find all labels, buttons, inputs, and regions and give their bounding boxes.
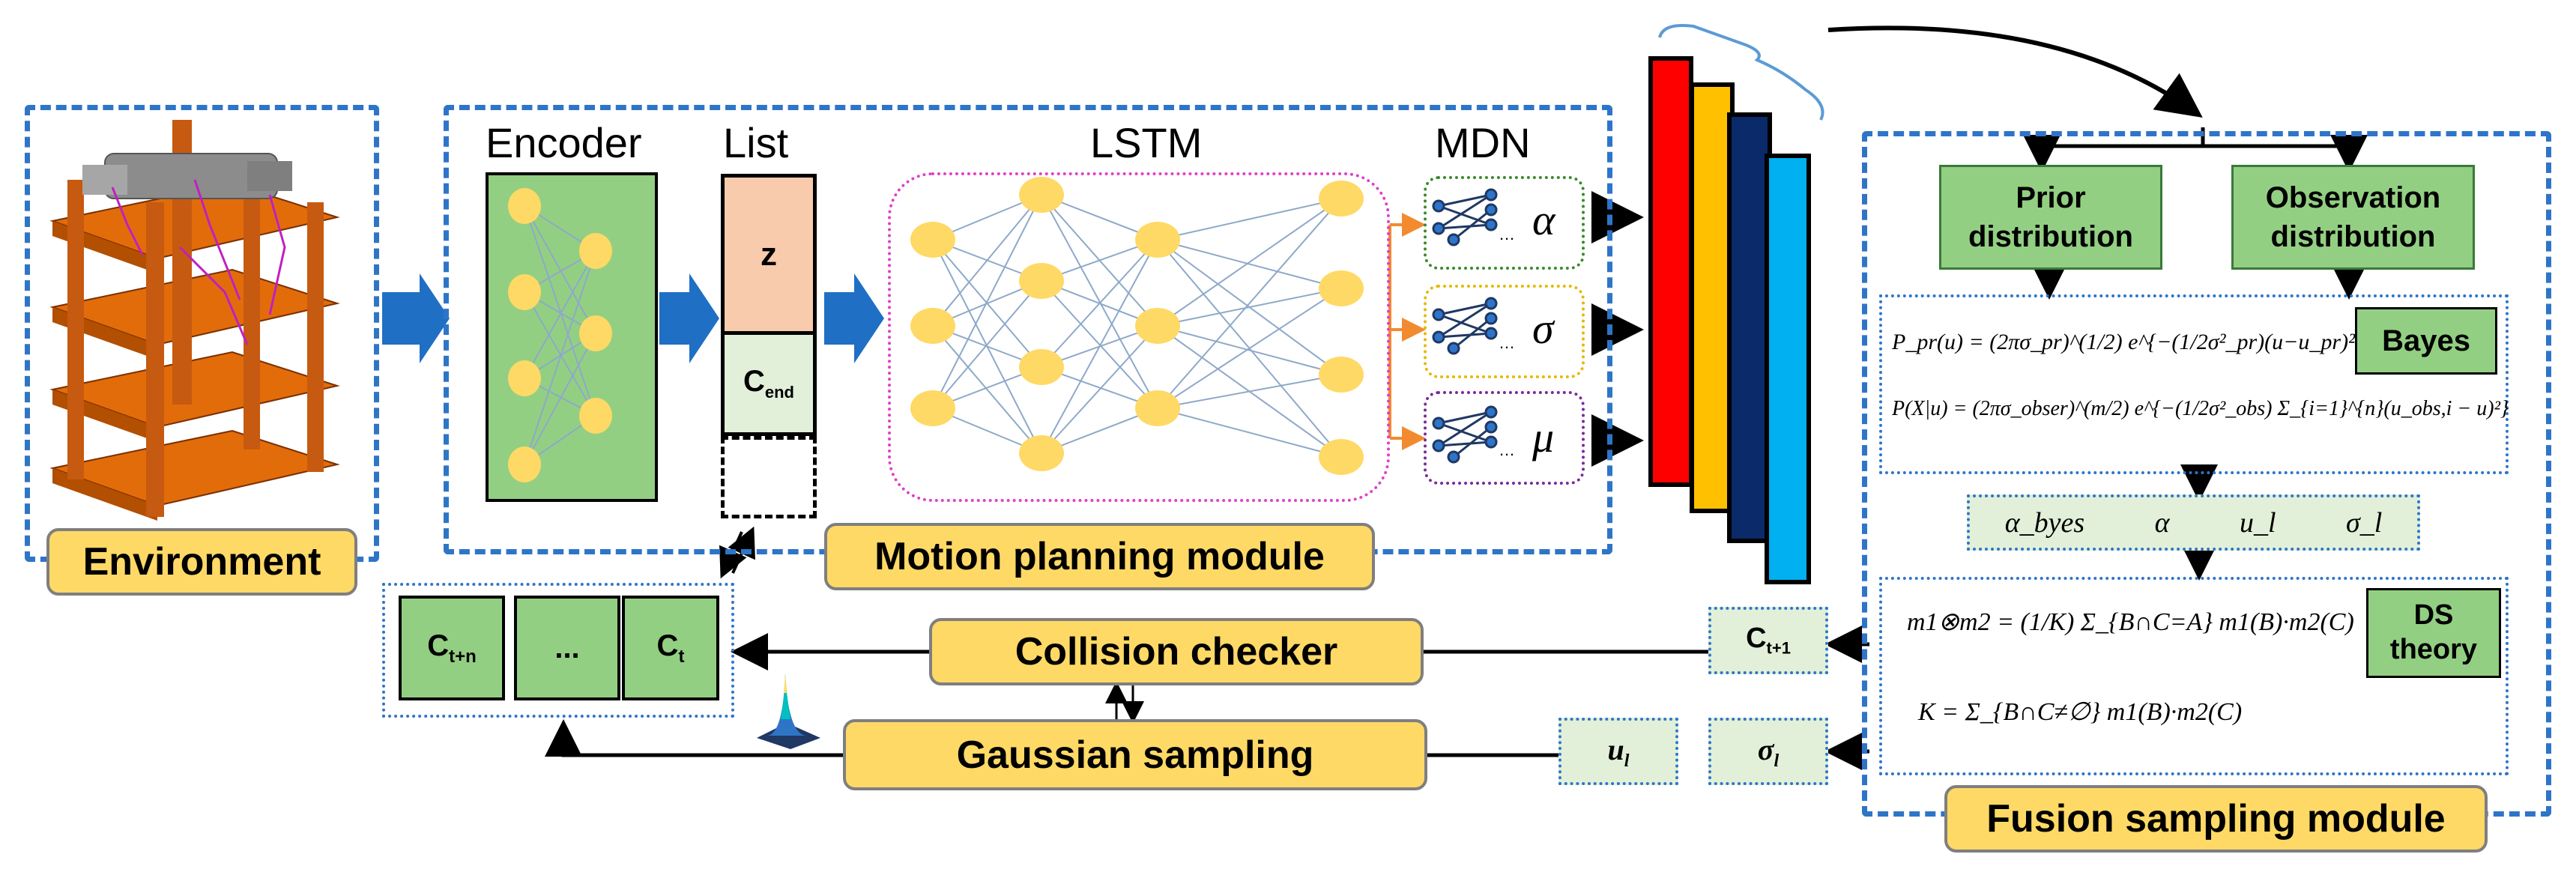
lstm-panel <box>888 172 1390 502</box>
tensor-brace <box>1658 24 1824 121</box>
prior-distribution-box: Prior distribution <box>1939 165 2162 270</box>
fusion-split-arrows <box>2023 127 2368 581</box>
mdn-mu-head <box>1424 391 1585 485</box>
mdn-mu-label: μ <box>1532 413 1555 461</box>
gaussian-sampling-box: Gaussian sampling <box>843 719 1427 790</box>
param-alpha: α <box>2154 506 2170 539</box>
tensor-layer-red <box>1648 56 1693 487</box>
mdn-alpha-dots: … <box>1499 225 1515 243</box>
param-alpha-bayes: α_byes <box>2004 506 2085 539</box>
ul-label: ul <box>1607 732 1630 771</box>
ct1-box: Ct+1 <box>1708 607 1828 674</box>
collision-checker-box: Collision checker <box>929 618 1424 685</box>
queue-ctn-cell: Ct+n <box>399 596 505 700</box>
flow-arrow-env-encoder <box>382 273 450 363</box>
bayes-box: Bayes <box>2355 307 2497 375</box>
mdn-sigma-dots: … <box>1499 333 1515 352</box>
ds-line1: DS <box>2413 599 2454 632</box>
ds-theory-box: DS theory <box>2366 588 2501 678</box>
rack-model <box>49 120 340 521</box>
prior-line1: Prior <box>2016 181 2086 214</box>
obs-line1: Observation <box>2265 181 2441 214</box>
mdn-alpha-net-icon <box>1432 188 1498 246</box>
mdn-alpha-label: α <box>1532 196 1555 244</box>
mdn-mu-dots: … <box>1499 440 1515 459</box>
lstm-to-mdn-arrows <box>1388 213 1426 450</box>
mdn-to-tensor-arrows <box>1591 191 1644 467</box>
ds-k-equation: K = Σ_{B∩C≠∅} m1(B)·m2(C) <box>1918 698 2243 726</box>
sigma-l-box: σl <box>1708 718 1828 785</box>
list-cend-cell: Cend <box>721 331 817 436</box>
sigma-l-label: σl <box>1757 732 1780 771</box>
encoder-title: Encoder <box>486 119 642 166</box>
prior-equation: P_pr(u) = (2πσ_pr)^(1/2) e^{−(1/2σ²_pr)(… <box>1892 330 2365 354</box>
mdn-sigma-label: σ <box>1532 304 1554 353</box>
list-z-label: z <box>761 235 777 273</box>
mdn-title: MDN <box>1435 119 1531 166</box>
mdn-mu-net-icon <box>1432 405 1498 464</box>
param-ul: u_l <box>2239 506 2276 539</box>
observation-equation: P(X|u) = (2πσ_obser)^(m/2) e^{−(1/2σ²_ob… <box>1892 397 2509 420</box>
motion-planning-label: Motion planning module <box>824 523 1375 590</box>
list-z-cell: z <box>721 174 817 335</box>
ct1-label: Ct+1 <box>1746 623 1791 658</box>
obs-line2: distribution <box>2270 220 2436 253</box>
ul-box: ul <box>1558 718 1678 785</box>
observation-distribution-box: Observation distribution <box>2231 165 2475 270</box>
ds-equation-panel <box>1879 577 2509 775</box>
bayes-equation-panel <box>1879 294 2509 474</box>
flow-arrow-encoder-list <box>659 273 719 363</box>
lstm-title: LSTM <box>1090 119 1203 166</box>
list-title: List <box>723 119 789 166</box>
parameter-strip: α_byes α u_l σ_l <box>1967 494 2420 551</box>
queue-ctn-label: Ct+n <box>427 629 477 667</box>
queue-ct-label: Ct <box>656 629 685 667</box>
prior-line2: distribution <box>1968 220 2133 253</box>
config-queue-panel <box>382 583 734 718</box>
queue-ct-cell: Ct <box>622 596 719 700</box>
queue-ellipsis-cell: ... <box>514 596 620 700</box>
mdn-alpha-head <box>1424 176 1585 270</box>
mdn-sigma-net-icon <box>1432 297 1498 355</box>
fusion-sampling-label: Fusion sampling module <box>1944 785 2488 853</box>
ds-line2: theory <box>2389 634 2478 665</box>
mdn-sigma-head <box>1424 285 1585 378</box>
list-cend-label: Cend <box>743 365 794 402</box>
tensor-to-fusion-arrow <box>1827 25 2203 118</box>
encoder-box <box>486 172 658 502</box>
flow-arrow-list-lstm <box>824 273 884 363</box>
list-empty-cell <box>721 436 817 518</box>
tensor-layer-cyan <box>1765 154 1811 584</box>
ds-combination-equation: m1⊗m2 = (1/K) Σ_{B∩C=A} m1(B)·m2(C) <box>1907 608 2354 636</box>
gaussian-to-queue-arrow <box>545 719 843 757</box>
param-sigma-l: σ_l <box>2345 506 2383 539</box>
environment-label: Environment <box>46 528 357 596</box>
